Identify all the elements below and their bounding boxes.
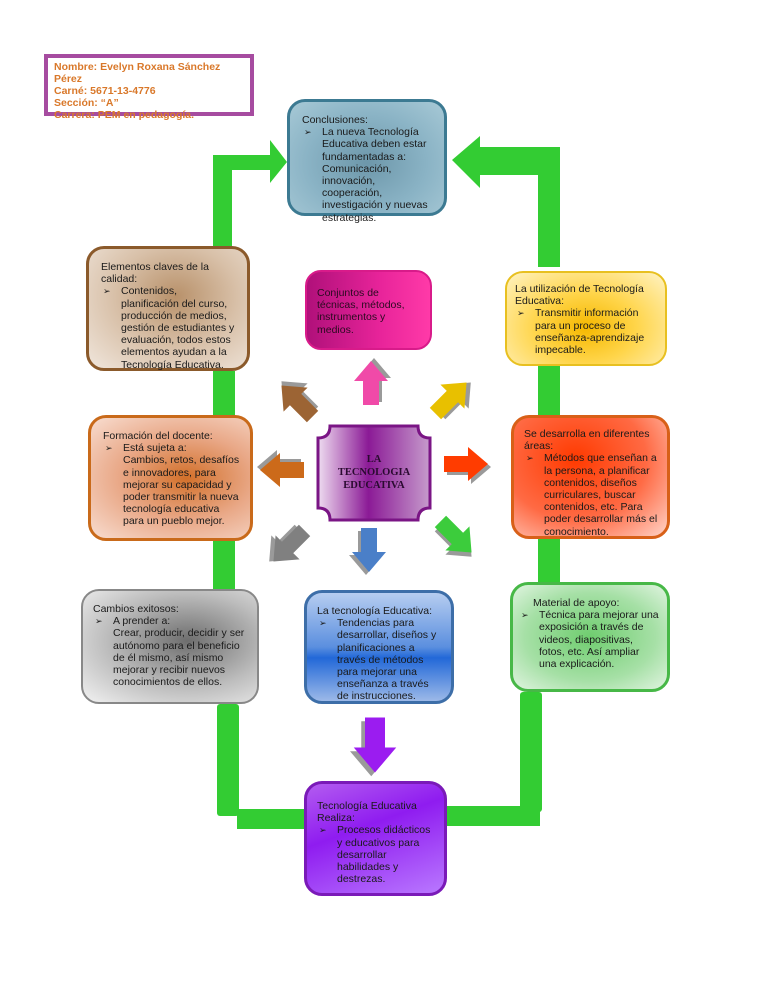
green-connector-left-3 — [217, 704, 239, 816]
green-connector-bottom-left — [237, 809, 304, 829]
student-carne: Carné: 5671-13-4776 — [54, 85, 156, 97]
box-title: La utilización de Tecnología Educativa: — [515, 283, 644, 308]
box-extra-text: Crear, producir, decidir y ser autónomo … — [113, 627, 245, 689]
box-realiza: Tecnología Educativa Realiza: Procesos d… — [304, 781, 447, 896]
bullet-item: Transmitir información para un proceso d… — [515, 307, 657, 356]
bullet-item: Técnica para mejorar una exposición a tr… — [519, 609, 659, 670]
box-extra-text: Cambios, retos, desafíos e innovadores, … — [123, 454, 240, 528]
box-utilizacion: La utilización de Tecnología Educativa: … — [505, 271, 667, 366]
box-elementos-claves: Elementos claves de la calidad: Contenid… — [86, 246, 250, 371]
arrow-down-left-to-cambios — [269, 524, 311, 562]
green-connector-left-1 — [213, 371, 235, 417]
green-connector-right-1 — [538, 366, 560, 415]
box-title: Cambios exitosos: — [93, 603, 179, 615]
arrow-down-to-tecnologia — [349, 528, 386, 575]
arrow-down-right-to-material — [434, 515, 472, 557]
center-node: LA TECNOLOGIA EDUCATIVA — [318, 424, 430, 520]
green-connector-bottom-right — [447, 806, 540, 826]
box-title: Material de apoyo: — [533, 597, 620, 609]
box-conclusiones: Conclusiones: La nueva Tecnología Educat… — [287, 99, 447, 224]
arrow-right-to-desarrolla — [444, 447, 491, 484]
arrow-up-left-to-elementos — [281, 381, 319, 423]
bullet-item: Métodos que enseñan a la persona, a plan… — [524, 452, 659, 537]
arrow-down-to-realiza — [350, 717, 397, 777]
student-info-box: Nombre: Evelyn Roxana Sánchez Pérez Carn… — [44, 54, 254, 121]
bullet-item: La nueva Tecnología Educativa deben esta… — [302, 126, 434, 224]
student-name: Nombre: Evelyn Roxana Sánchez Pérez — [54, 61, 221, 85]
box-se-desarrolla: Se desarrolla en diferentes áreas: Métod… — [511, 415, 670, 539]
box-conjuntos: Conjuntos de técnicas, métodos, instrume… — [305, 270, 432, 350]
green-connector-top-right — [452, 136, 560, 267]
box-title: La tecnología Educativa: — [317, 605, 432, 617]
green-connector-right-2 — [538, 539, 560, 582]
arrow-left-to-formacion — [257, 450, 304, 487]
bullet-item: Tendencias para desarrollar, diseños y p… — [317, 617, 443, 702]
student-carrera: Carrera: PEM en pedagogía. — [54, 109, 195, 121]
arrow-up-right-to-utilizacion — [429, 382, 471, 420]
box-title: Elementos claves de la calidad: — [101, 261, 209, 286]
box-cambios-exitosos: Cambios exitosos: A prender a: Crear, pr… — [81, 589, 259, 704]
box-text: Conjuntos de técnicas, métodos, instrume… — [317, 287, 405, 336]
arrow-up-to-conjuntos — [354, 358, 391, 405]
box-title: Conclusiones: — [302, 114, 368, 126]
center-line-1: LA — [366, 453, 382, 465]
center-line-3: EDUCATIVA — [343, 479, 405, 491]
green-connector-top-left — [213, 140, 287, 256]
center-line-2: TECNOLOGIA — [337, 466, 411, 478]
box-title: Tecnología Educativa Realiza: — [317, 800, 417, 825]
green-connector-left-2 — [213, 541, 235, 589]
box-tecnologia-educativa: La tecnología Educativa: Tendencias para… — [304, 590, 454, 704]
center-shape — [316, 424, 432, 522]
student-seccion: Sección: “A” — [54, 97, 119, 109]
bullet-item: Procesos didácticos y educativos para de… — [317, 824, 436, 885]
box-title: Formación del docente: — [103, 430, 213, 442]
bullet-item: A prender a: — [93, 615, 249, 627]
bullet-item: Contenidos, planificación del curso, pro… — [101, 285, 237, 370]
box-title: Se desarrolla en diferentes áreas: — [524, 428, 650, 453]
green-connector-right-3 — [520, 692, 542, 812]
box-material-apoyo: Material de apoyo: Técnica para mejorar … — [510, 582, 670, 692]
bullet-item: Está sujeta a: — [103, 442, 240, 454]
box-formacion-docente: Formación del docente: Está sujeta a: Ca… — [88, 415, 253, 541]
